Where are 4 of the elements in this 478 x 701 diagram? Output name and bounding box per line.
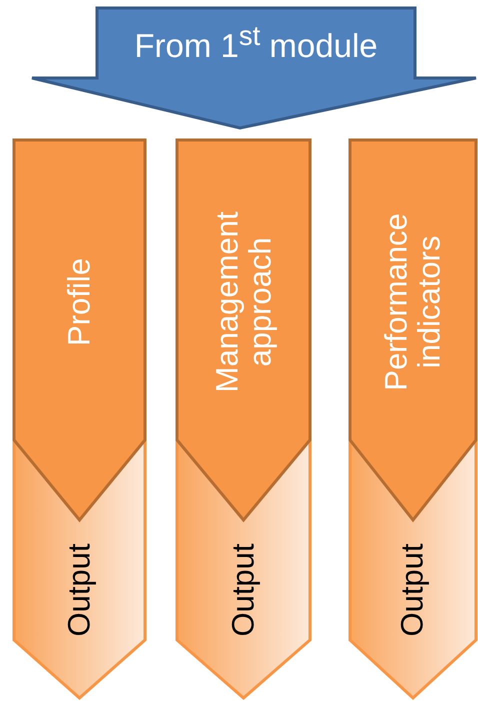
output-label: Output: [227, 542, 260, 639]
output-label: Output: [63, 542, 96, 639]
banner-label: From 1$^{st}$ module: [133, 22, 379, 64]
output-label: Output: [396, 542, 430, 639]
